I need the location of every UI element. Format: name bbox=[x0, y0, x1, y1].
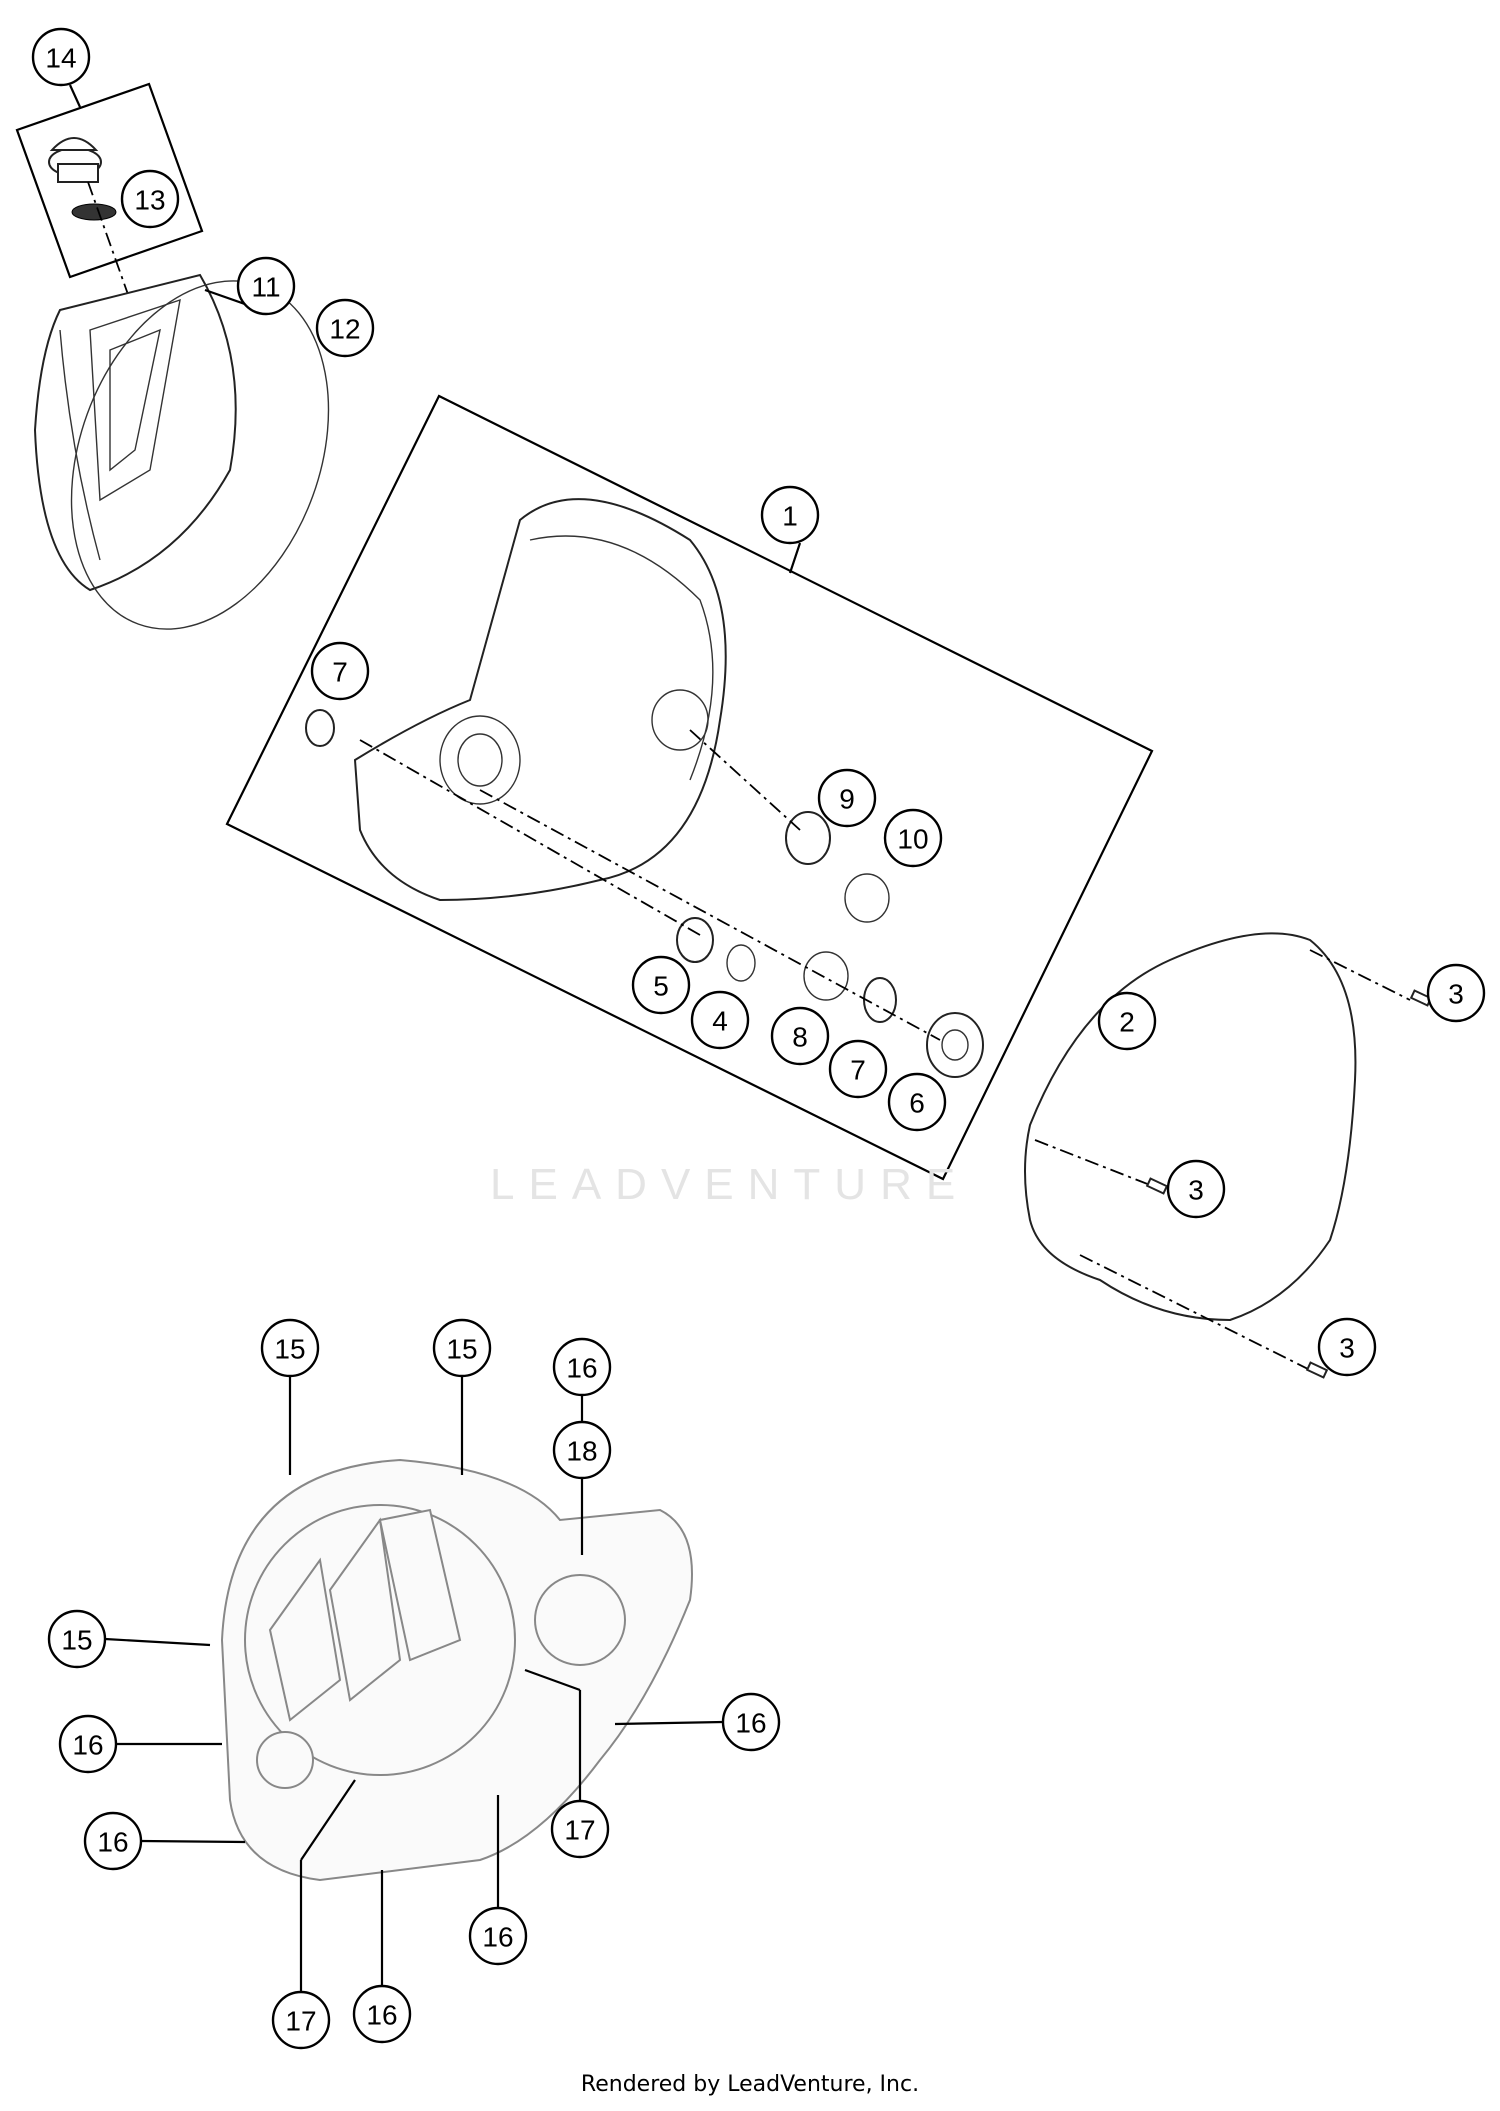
callout-6[interactable]: 6 bbox=[887, 1072, 947, 1132]
callout-16c[interactable]: 16 bbox=[58, 1714, 118, 1774]
callout-11[interactable]: 11 bbox=[236, 256, 296, 316]
seal-5 bbox=[676, 917, 714, 963]
callout-label: 9 bbox=[839, 784, 855, 815]
callout-label: 5 bbox=[653, 971, 669, 1002]
callout-label: 13 bbox=[134, 185, 165, 216]
callout-label: 10 bbox=[897, 824, 928, 855]
leader-lines bbox=[104, 1376, 724, 1992]
callout-label: 12 bbox=[329, 314, 360, 345]
callout-label: 16 bbox=[735, 1708, 766, 1739]
clutch-cover-housing bbox=[353, 498, 727, 902]
callout-label: 7 bbox=[332, 657, 348, 688]
kit-box-1 bbox=[225, 394, 1154, 1181]
callout-17b[interactable]: 17 bbox=[271, 1990, 331, 2050]
callout-label: 15 bbox=[446, 1334, 477, 1365]
callout-label: 15 bbox=[61, 1625, 92, 1656]
callout-label: 16 bbox=[72, 1730, 103, 1761]
callout-label: 11 bbox=[251, 272, 280, 303]
callout-label: 2 bbox=[1119, 1007, 1135, 1038]
callout-label: 3 bbox=[1448, 979, 1464, 1010]
kit-box-14 bbox=[15, 82, 204, 279]
callout-label: 3 bbox=[1188, 1175, 1204, 1206]
callout-1[interactable]: 1 bbox=[760, 485, 820, 545]
callout-label: 7 bbox=[850, 1055, 866, 1086]
callout-16f[interactable]: 16 bbox=[352, 1984, 412, 2044]
callout-4[interactable]: 4 bbox=[690, 990, 750, 1050]
shaft-seal-7 bbox=[305, 709, 335, 747]
leader-14 bbox=[68, 84, 82, 108]
outer-clutch-cover bbox=[33, 273, 237, 592]
callout-15c[interactable]: 15 bbox=[47, 1609, 107, 1669]
callout-label: 14 bbox=[45, 43, 76, 74]
footer-credit: Rendered by LeadVenture, Inc. bbox=[580, 2072, 920, 2097]
callout-3c[interactable]: 3 bbox=[1317, 1317, 1377, 1377]
callout-label: 16 bbox=[366, 2000, 397, 2031]
callout-label: 18 bbox=[566, 1436, 597, 1467]
callout-18[interactable]: 18 bbox=[552, 1420, 612, 1480]
clutch-cover-assembly bbox=[220, 1458, 693, 1882]
callout-label: 3 bbox=[1339, 1333, 1355, 1364]
oil-filler-plug bbox=[48, 137, 102, 183]
seal-7b bbox=[863, 977, 897, 1023]
callout-label: 1 bbox=[782, 501, 798, 532]
watermark: LEADVENTURE bbox=[490, 1160, 970, 1209]
callout-8[interactable]: 8 bbox=[770, 1006, 830, 1066]
bearing-9 bbox=[785, 811, 831, 865]
callout-16d[interactable]: 16 bbox=[83, 1811, 143, 1871]
o-ring-13 bbox=[71, 203, 117, 221]
callout-label: 16 bbox=[482, 1922, 513, 1953]
callout-10[interactable]: 10 bbox=[883, 808, 943, 868]
callout-label: 15 bbox=[274, 1334, 305, 1365]
callout-9[interactable]: 9 bbox=[817, 768, 877, 828]
circlip-4 bbox=[726, 944, 756, 982]
callout-7b[interactable]: 7 bbox=[828, 1039, 888, 1099]
callout-16b[interactable]: 16 bbox=[721, 1692, 781, 1752]
circlip-8 bbox=[803, 951, 849, 1001]
circlip-10 bbox=[844, 873, 890, 923]
callout-label: 17 bbox=[285, 2006, 316, 2037]
gasket-2 bbox=[1024, 932, 1357, 1322]
callout-17a[interactable]: 17 bbox=[550, 1799, 610, 1859]
callout-16a[interactable]: 16 bbox=[552, 1337, 612, 1397]
bearing-6 bbox=[926, 1012, 984, 1078]
callout-15b[interactable]: 15 bbox=[432, 1318, 492, 1378]
callout-label: 16 bbox=[566, 1353, 597, 1384]
callout-label: 8 bbox=[792, 1022, 808, 1053]
callout-3a[interactable]: 3 bbox=[1426, 963, 1486, 1023]
callout-7a[interactable]: 7 bbox=[310, 641, 370, 701]
callout-14[interactable]: 14 bbox=[31, 27, 91, 87]
callout-12[interactable]: 12 bbox=[315, 298, 375, 358]
callout-2[interactable]: 2 bbox=[1097, 991, 1157, 1051]
callout-label: 6 bbox=[909, 1088, 925, 1119]
callout-label: 16 bbox=[97, 1827, 128, 1858]
callout-label: 17 bbox=[564, 1815, 595, 1846]
callout-16e[interactable]: 16 bbox=[468, 1906, 528, 1966]
callout-5[interactable]: 5 bbox=[631, 955, 691, 1015]
callout-label: 4 bbox=[712, 1006, 728, 1037]
callout-15a[interactable]: 15 bbox=[260, 1318, 320, 1378]
callout-3b[interactable]: 3 bbox=[1166, 1159, 1226, 1219]
callout-13[interactable]: 13 bbox=[120, 169, 180, 229]
